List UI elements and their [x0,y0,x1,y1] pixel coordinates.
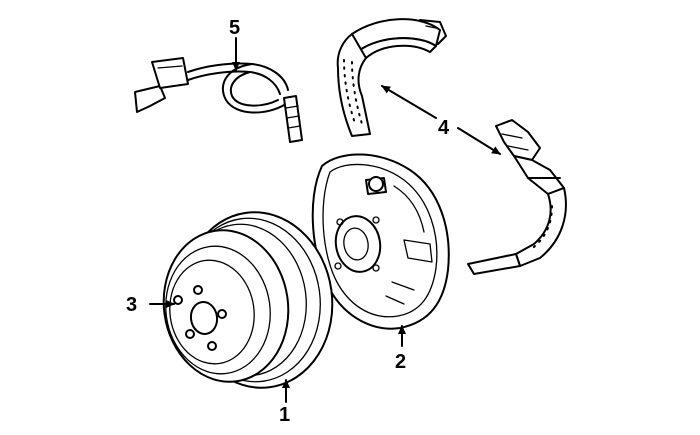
brake-shoe-upper [336,18,447,137]
callout-labels: 5 4 3 2 1 [126,17,450,426]
backing-plate [311,153,450,330]
callout-5: 5 [229,17,240,39]
parking-brake-cable [134,57,303,143]
callout-1: 1 [279,404,290,426]
brake-shoe-lower [467,119,567,275]
brake-drum [162,211,334,389]
callout-2: 2 [395,351,406,373]
callout-leaders [149,37,501,403]
wheel-studs [173,285,227,351]
callout-4: 4 [438,117,450,139]
callout-3: 3 [126,294,137,316]
